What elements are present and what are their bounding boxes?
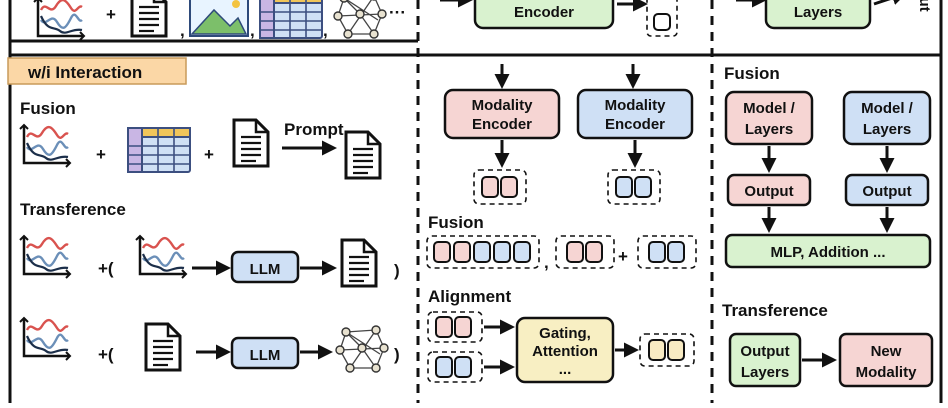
left-transference-label: Transference bbox=[20, 200, 126, 219]
svg-text:Output: Output bbox=[862, 183, 911, 200]
top-encoder-label: Encoder bbox=[514, 4, 574, 21]
output-blue bbox=[844, 173, 930, 207]
gating-attention-box bbox=[515, 316, 615, 384]
time-series-icon bbox=[18, 123, 72, 169]
llm-label-2: LLM bbox=[250, 347, 281, 364]
svg-text:+(: +( bbox=[98, 345, 114, 364]
table-icon bbox=[259, 0, 323, 39]
prompt-label: Prompt bbox=[284, 120, 344, 139]
llm-box-1 bbox=[230, 250, 300, 284]
align-blue-tokens bbox=[435, 356, 472, 378]
svg-text:+: + bbox=[96, 145, 106, 164]
right-fusion-label: Fusion bbox=[724, 64, 780, 83]
time-series-icon bbox=[18, 316, 72, 362]
llm-box-2 bbox=[230, 336, 300, 370]
svg-text:Layers: Layers bbox=[863, 121, 911, 138]
svg-text:): ) bbox=[394, 345, 400, 364]
table-icon bbox=[127, 127, 191, 173]
right-column: Fusion Model / Layers Model / Layers Out… bbox=[722, 64, 934, 388]
svg-text:,: , bbox=[180, 21, 185, 40]
align-pink-tokens bbox=[435, 316, 472, 338]
svg-text:Layers: Layers bbox=[745, 121, 793, 138]
svg-text:Model /: Model / bbox=[861, 100, 913, 117]
time-series-icon bbox=[18, 234, 72, 280]
svg-text:+(: +( bbox=[98, 259, 114, 278]
svg-text:Attention: Attention bbox=[532, 343, 598, 360]
time-series-icon bbox=[32, 0, 86, 42]
top-layers-label: Layers bbox=[794, 4, 842, 21]
document-icon bbox=[340, 238, 378, 288]
new-modality-box bbox=[838, 332, 934, 388]
enc-pink-line2: Encoder bbox=[472, 116, 532, 133]
enc-pink-line1: Modality bbox=[472, 97, 533, 114]
interaction-badge bbox=[7, 57, 187, 85]
alignment-label: Alignment bbox=[428, 287, 511, 306]
output-pink bbox=[726, 173, 812, 207]
svg-text:,: , bbox=[323, 21, 328, 40]
svg-text:): ) bbox=[394, 261, 400, 280]
aligned-tokens bbox=[648, 339, 685, 361]
enc-blue-line2: Encoder bbox=[605, 116, 665, 133]
svg-text:...: ... bbox=[559, 361, 572, 378]
top-strip: + , , , ··· Encoder Layers put bbox=[32, 0, 933, 42]
graph-icon bbox=[335, 325, 389, 373]
modality-encoder-pink bbox=[443, 88, 561, 140]
modality-encoder-blue bbox=[576, 88, 694, 140]
image-icon bbox=[189, 0, 249, 37]
document-icon bbox=[144, 322, 182, 372]
svg-text:New: New bbox=[871, 343, 902, 360]
graph-icon bbox=[333, 0, 387, 39]
middle-column: Modality Encoder Modality Encoder Fusion… bbox=[426, 64, 697, 384]
svg-text:,: , bbox=[250, 21, 255, 40]
svg-text:+: + bbox=[618, 247, 628, 266]
document-icon bbox=[130, 0, 168, 38]
top-encoder-box bbox=[473, 0, 615, 30]
svg-text:+: + bbox=[204, 145, 214, 164]
svg-text:+: + bbox=[106, 5, 116, 24]
mlp-addition-label: MLP, Addition ... bbox=[771, 244, 886, 261]
middle-fusion-label: Fusion bbox=[428, 213, 484, 232]
svg-text:Model /: Model / bbox=[743, 100, 795, 117]
pink-tokens bbox=[481, 176, 518, 198]
svg-text:Output: Output bbox=[740, 343, 789, 360]
svg-text:Modality: Modality bbox=[856, 364, 917, 381]
enc-blue-line1: Modality bbox=[605, 97, 666, 114]
document-icon bbox=[344, 130, 382, 180]
right-transference-label: Transference bbox=[722, 301, 828, 320]
svg-text:Gating,: Gating, bbox=[539, 325, 591, 342]
model-layers-pink bbox=[724, 90, 814, 146]
time-series-icon bbox=[134, 234, 188, 280]
top-cut-text: put bbox=[916, 0, 933, 12]
top-ellipsis: ··· bbox=[389, 3, 406, 22]
blue-tokens bbox=[615, 176, 652, 198]
svg-text:Layers: Layers bbox=[741, 364, 789, 381]
left-fusion-label: Fusion bbox=[20, 99, 76, 118]
mlp-addition-box bbox=[724, 233, 932, 269]
svg-text:,: , bbox=[544, 253, 549, 272]
svg-text:Output: Output bbox=[744, 183, 793, 200]
left-column: w/i Interaction Fusion + + Prompt Transf… bbox=[7, 57, 400, 373]
model-layers-blue bbox=[842, 90, 932, 146]
top-layers-box bbox=[764, 0, 872, 30]
document-icon bbox=[232, 118, 270, 168]
llm-label-1: LLM bbox=[250, 261, 281, 278]
fused-tokens bbox=[433, 241, 531, 263]
output-layers-box bbox=[728, 332, 802, 388]
interaction-badge-label: w/i Interaction bbox=[27, 63, 142, 82]
